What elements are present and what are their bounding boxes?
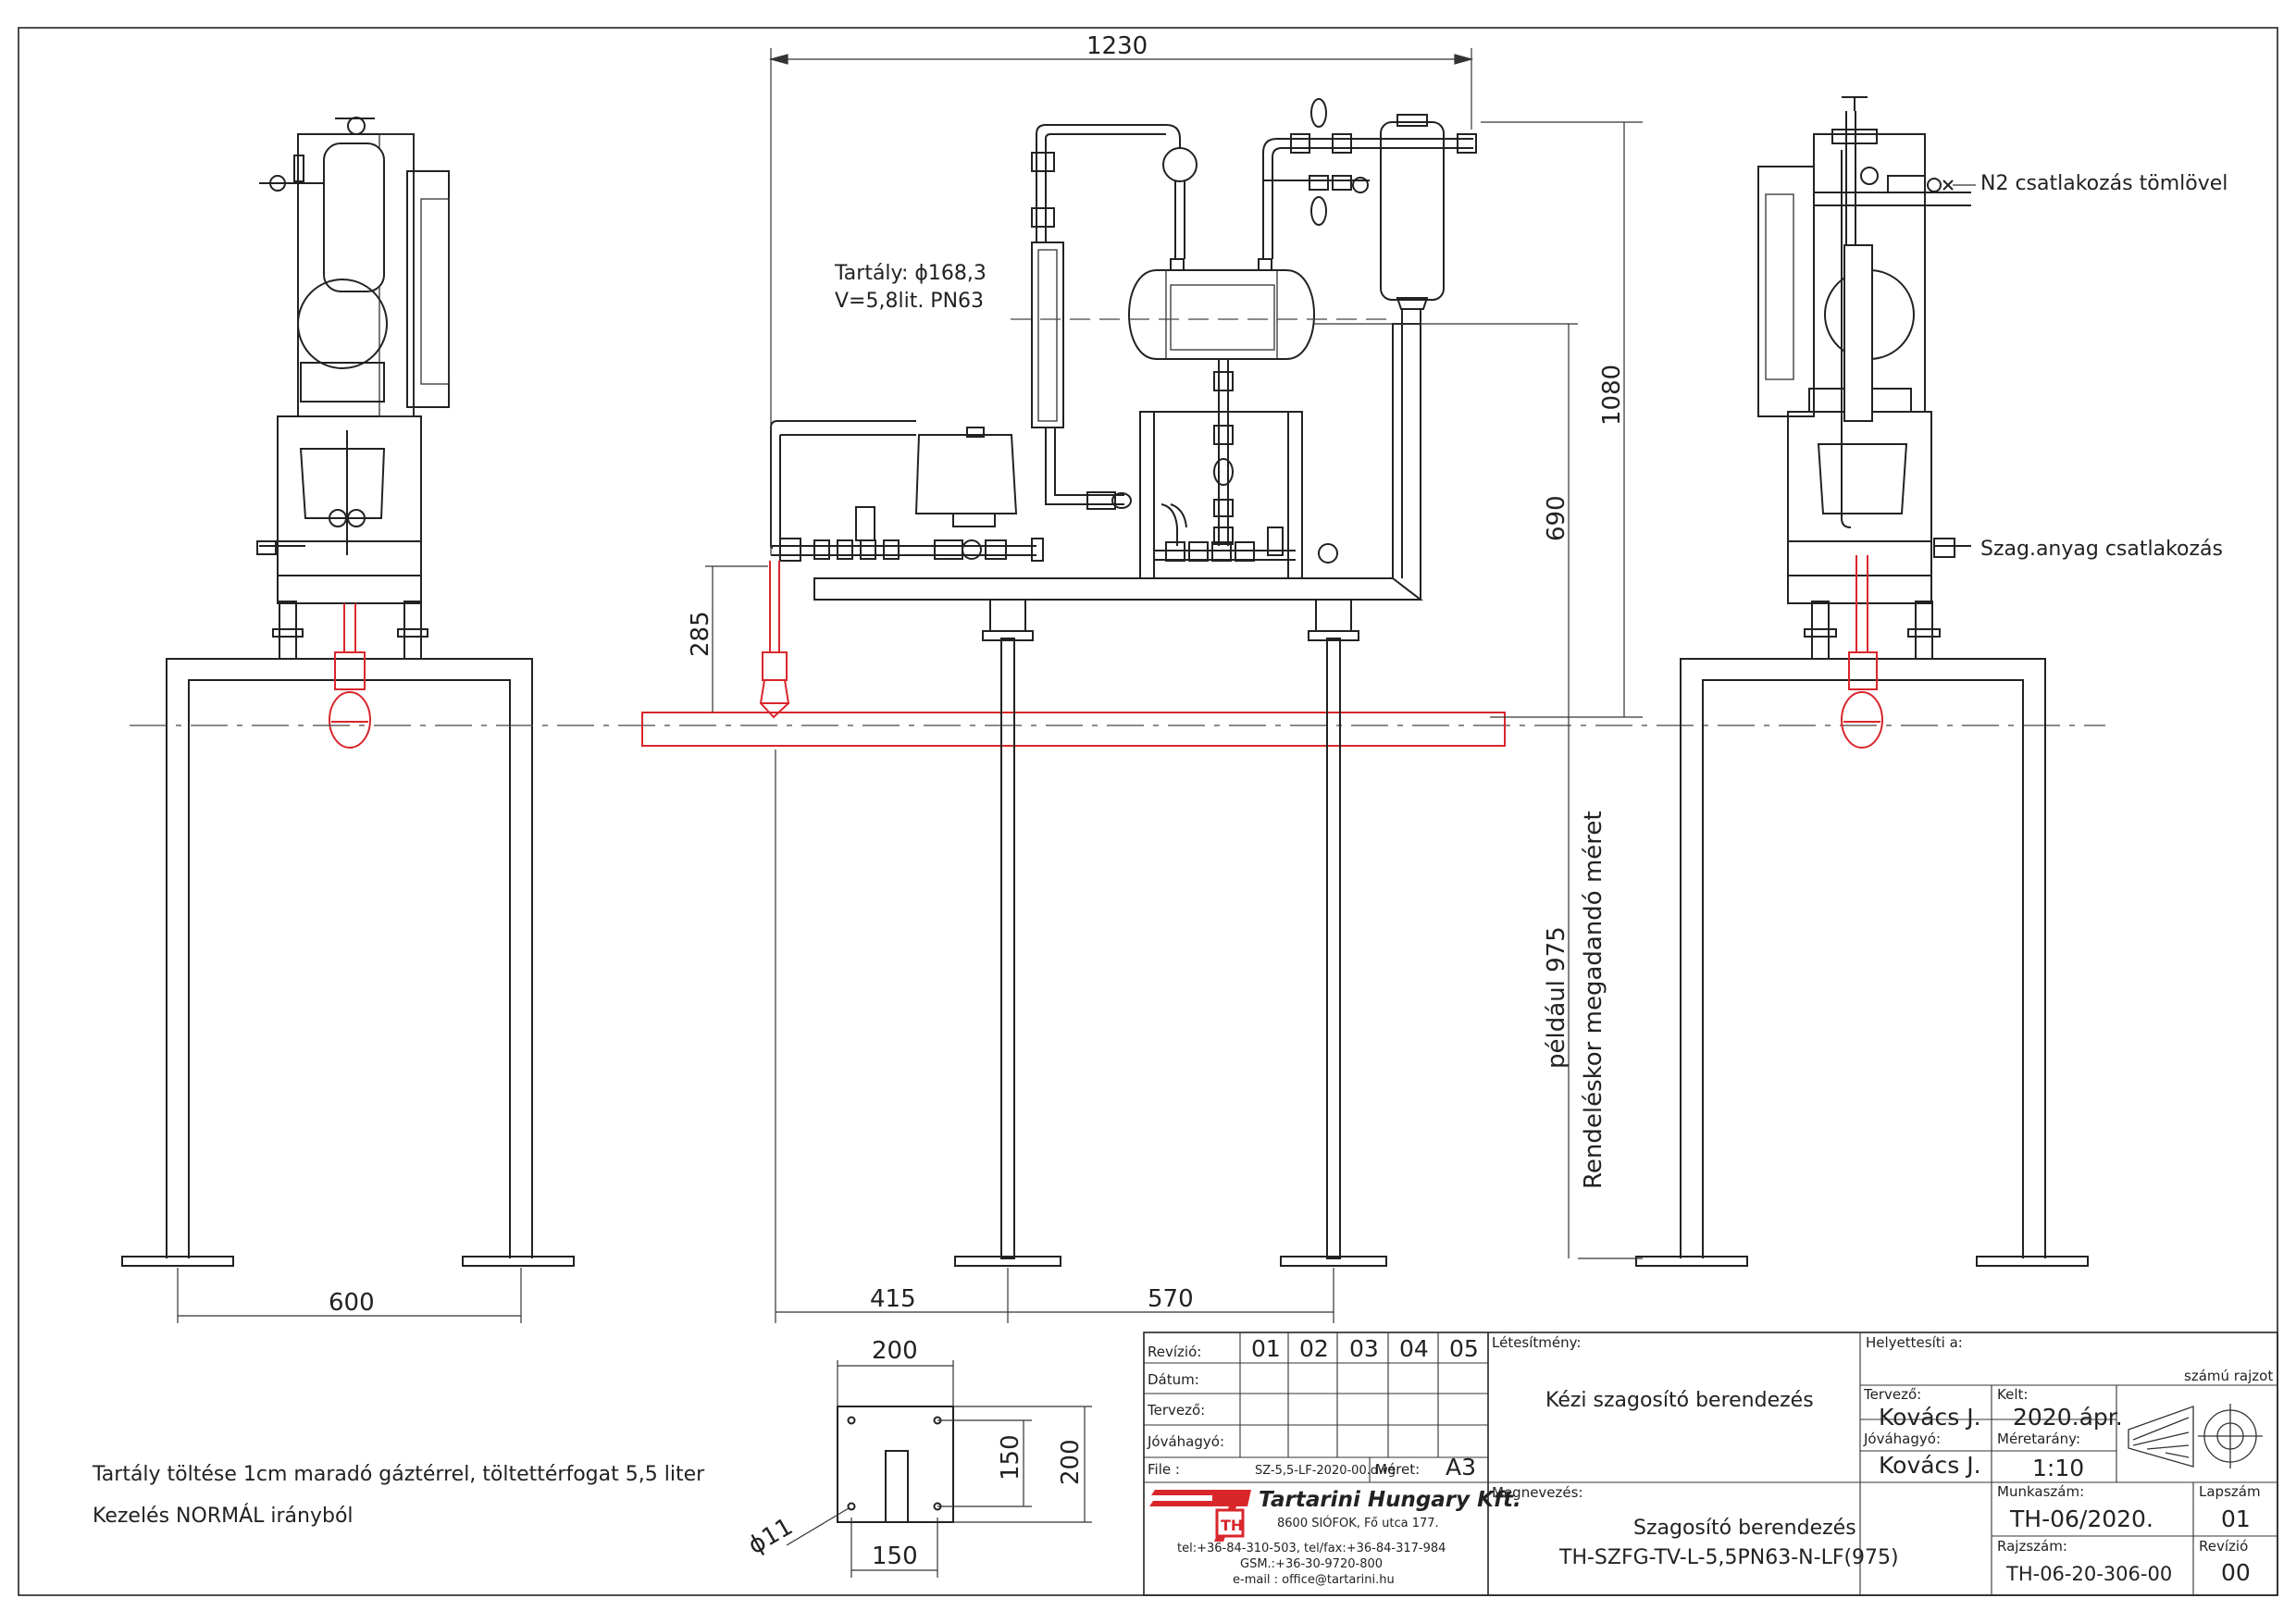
size-value: A3 xyxy=(1446,1454,1476,1481)
revision-02: 02 xyxy=(1299,1335,1329,1362)
approver2-label: Jóváhagyó: xyxy=(1863,1431,1941,1447)
size-label: Méret: xyxy=(1375,1461,1420,1478)
dim-285: 285 xyxy=(687,611,714,657)
dim-order-note: Rendeléskor megadandó méret xyxy=(1580,811,1607,1189)
company-phone: tel:+36-84-310-503, tel/fax:+36-84-317-9… xyxy=(1177,1542,1446,1555)
issued-label: Kelt: xyxy=(1997,1386,2028,1403)
company-gsm: GSM.:+36-30-9720-800 xyxy=(1240,1557,1383,1571)
operation-note: Kezelés NORMÁL irányból xyxy=(93,1504,354,1528)
dim-415: 415 xyxy=(870,1285,916,1313)
company-address: 8600 SIÓFOK, Fő utca 177. xyxy=(1277,1516,1439,1530)
tank-spec-line1: Tartály: ϕ168,3 xyxy=(834,262,987,285)
drawing-value: TH-06-20-306-00 xyxy=(2005,1563,2172,1585)
sheet-value: 01 xyxy=(2221,1505,2251,1532)
designer-name: Kovács J. xyxy=(1879,1404,1981,1431)
revision-03: 03 xyxy=(1349,1335,1379,1362)
dim-570: 570 xyxy=(1148,1285,1194,1313)
file-name: SZ-5,5-LF-2020-00.dwg xyxy=(1255,1464,1396,1478)
title-block: Revízió: 01 02 03 04 05 Dátum: Tervező: … xyxy=(1143,1332,2278,1596)
projection-symbol xyxy=(2128,1404,2263,1468)
approver-name: Kovács J. xyxy=(1879,1452,1981,1479)
issued-value: 2020.ápr. xyxy=(2013,1404,2123,1431)
tank-spec-line2: V=5,8lit. PN63 xyxy=(835,290,984,313)
drawing-label: Rajzszám: xyxy=(1997,1538,2067,1555)
designer-label: Tervező: xyxy=(1147,1402,1205,1419)
base-plate-detail: 200 200 150 150 ϕ11 xyxy=(744,1337,1092,1578)
revision-04: 04 xyxy=(1399,1335,1429,1362)
company-email: e-mail : office@tartarini.hu xyxy=(1233,1573,1395,1587)
revision-01: 01 xyxy=(1251,1335,1281,1362)
logo-letters: TH xyxy=(1221,1517,1243,1534)
n2-connection-label: N2 csatlakozás tömlövel xyxy=(1980,172,2228,195)
replaces-label: Helyettesíti a: xyxy=(1866,1334,1963,1351)
dim-example-975: például 975 xyxy=(1543,926,1570,1069)
annotations: Tartály: ϕ168,3 V=5,8lit. PN63 N2 csatla… xyxy=(92,172,2228,1528)
scale-label: Méretarány: xyxy=(1997,1431,2080,1447)
job-value: TH-06/2020. xyxy=(2009,1505,2153,1532)
hole-spacing-150-x: 150 xyxy=(872,1542,918,1570)
job-label: Munkaszám: xyxy=(1997,1483,2084,1500)
sheet-label: Lapszám xyxy=(2199,1483,2261,1500)
plate-height-200: 200 xyxy=(1057,1439,1085,1485)
hole-spacing-150-y: 150 xyxy=(997,1434,1024,1481)
plate-width-200: 200 xyxy=(872,1337,918,1365)
facility-label: Létesítmény: xyxy=(1492,1334,1581,1351)
facility-value: Kézi szagosító berendezés xyxy=(1545,1389,1814,1412)
dim-600: 600 xyxy=(329,1289,375,1317)
odorant-connection-label: Szag.anyag csatlakozás xyxy=(1980,538,2223,561)
name-line2: TH-SZFG-TV-L-5,5PN63-N-LF(975) xyxy=(1558,1546,1899,1569)
dimension-texts: 1230 1080 690 285 például 975 Rendelésko… xyxy=(329,32,1626,1317)
file-label: File : xyxy=(1148,1461,1180,1478)
dim-690: 690 xyxy=(1543,495,1570,541)
hole-diameter: ϕ11 xyxy=(744,1513,799,1560)
rev-label: Revízió xyxy=(2199,1538,2248,1555)
fill-note: Tartály töltése 1cm maradó gáztérrel, tö… xyxy=(92,1463,705,1486)
dim-1230: 1230 xyxy=(1086,32,1148,60)
numbered-drawing-label: számú rajzot xyxy=(2184,1368,2273,1384)
scale-value: 1:10 xyxy=(2032,1455,2084,1481)
dim-1080: 1080 xyxy=(1598,365,1626,426)
left-side-view xyxy=(121,117,575,1267)
rev-value: 00 xyxy=(2221,1559,2251,1586)
front-view xyxy=(130,98,2105,1267)
right-side-view xyxy=(1635,96,2089,1267)
date-label: Dátum: xyxy=(1148,1371,1199,1388)
name-label: Megnevezés: xyxy=(1492,1484,1583,1501)
revision-05: 05 xyxy=(1449,1335,1479,1362)
designer2-label: Tervező: xyxy=(1863,1386,1921,1403)
name-line1: Szagosító berendezés xyxy=(1633,1517,1856,1540)
company-logo: TH xyxy=(1149,1490,1251,1542)
approver-label: Jóváhagyó: xyxy=(1147,1433,1224,1450)
company-name: Tartarini Hungary Kft. xyxy=(1259,1488,1521,1512)
dimension-lines xyxy=(177,48,1643,1323)
revision-label: Revízió: xyxy=(1148,1344,1201,1360)
